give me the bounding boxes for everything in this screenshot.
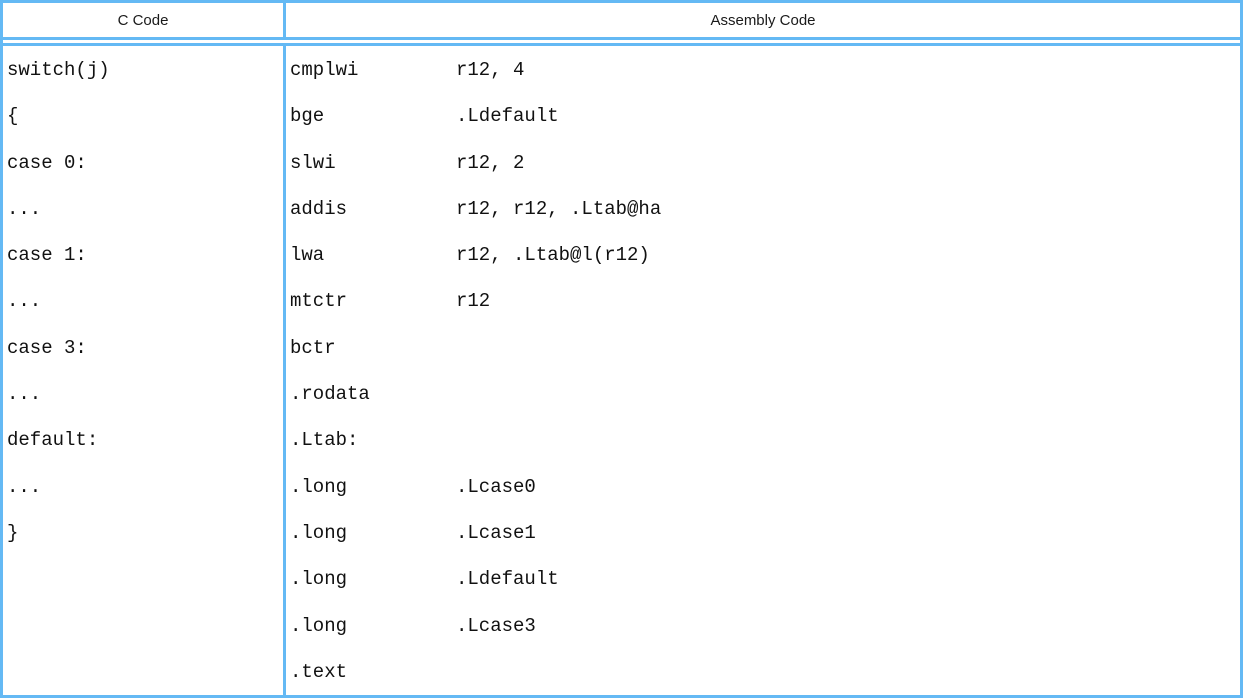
assembly-operands: r12, .Ltab@l(r12) xyxy=(456,244,650,267)
assembly-mnemonic: .text xyxy=(290,660,348,683)
assembly-mnemonic: mtctr xyxy=(290,290,348,313)
c-code-line: case 1: xyxy=(7,244,87,267)
assembly-operands: r12, 4 xyxy=(456,59,525,81)
c-code-line: case 0: xyxy=(7,151,87,174)
table-body-row: switch(j) { case 0:... case 1:... case 3:...… xyxy=(3,46,1240,695)
assembly-mnemonic: cmplwi xyxy=(290,59,359,81)
assembly-code-line: bctr xyxy=(290,325,1236,371)
c-code-cell: switch(j) { case 0:... case 1:... case 3:...… xyxy=(3,46,286,695)
c-code-line: ... xyxy=(7,290,42,313)
c-code-line: } xyxy=(7,521,19,544)
assembly-operands: .Lcase1 xyxy=(456,521,536,544)
assembly-code-line: .long .Ldefault xyxy=(290,556,1236,602)
assembly-operands: r12, 2 xyxy=(456,151,525,174)
assembly-code-line: lwa r12, .Ltab@l(r12) xyxy=(290,232,1236,278)
assembly-operands: r12, r12, .Ltab@ha xyxy=(456,197,662,220)
assembly-code-cell: cmplwi r12, 4 bge .Ldefault slwi r12, 2 addis r… xyxy=(286,46,1240,695)
assembly-mnemonic: .Ltab: xyxy=(290,429,359,452)
assembly-mnemonic: .rodata xyxy=(290,383,370,406)
c-code-line: case 3: xyxy=(7,336,87,359)
assembly-mnemonic: .long xyxy=(290,614,348,637)
assembly-operands: .Lcase0 xyxy=(456,475,536,498)
assembly-operands: r12 xyxy=(456,290,491,313)
c-code-line: ... xyxy=(7,197,42,220)
assembly-code-line: bge .Ldefault xyxy=(290,93,1236,139)
assembly-code-column-header: Assembly Code xyxy=(710,11,816,29)
assembly-code-line: .long .Lcase0 xyxy=(290,464,1236,510)
assembly-mnemonic: bctr xyxy=(290,336,336,359)
assembly-mnemonic: .long xyxy=(290,475,348,498)
assembly-code-line: .long .Lcase1 xyxy=(290,510,1236,556)
c-code-line: ... xyxy=(7,475,42,498)
c-code-line: switch(j) xyxy=(7,59,110,81)
c-code-line: ... xyxy=(7,383,42,406)
assembly-code-line: cmplwi r12, 4 xyxy=(290,47,1236,93)
c-code-line: default: xyxy=(7,429,99,452)
assembly-operands: .Ldefault xyxy=(456,105,559,128)
assembly-code-line: .long .Lcase3 xyxy=(290,603,1236,649)
assembly-operands: .Ldefault xyxy=(456,568,559,591)
assembly-mnemonic: bge xyxy=(290,105,325,128)
assembly-mnemonic: slwi xyxy=(290,151,336,174)
c-code-column-header: C Code xyxy=(3,3,286,37)
assembly-code-line: .Ltab: xyxy=(290,417,1236,463)
assembly-operands: .Lcase3 xyxy=(456,614,536,637)
table-header-row: C Code Assembly Code xyxy=(3,3,1240,46)
assembly-code-line: mtctr r12 xyxy=(290,278,1236,324)
assembly-mnemonic: lwa xyxy=(290,244,325,267)
assembly-code-line: addis r12, r12, .Ltab@ha xyxy=(290,186,1236,232)
assembly-mnemonic: .long xyxy=(290,568,348,591)
assembly-code-line: slwi r12, 2 xyxy=(290,140,1236,186)
assembly-code-line: .text xyxy=(290,649,1236,695)
assembly-code-line: .rodata xyxy=(290,371,1236,417)
assembly-mnemonic: .long xyxy=(290,521,348,544)
assembly-mnemonic: addis xyxy=(290,197,348,220)
c-code-line: { xyxy=(7,105,19,128)
